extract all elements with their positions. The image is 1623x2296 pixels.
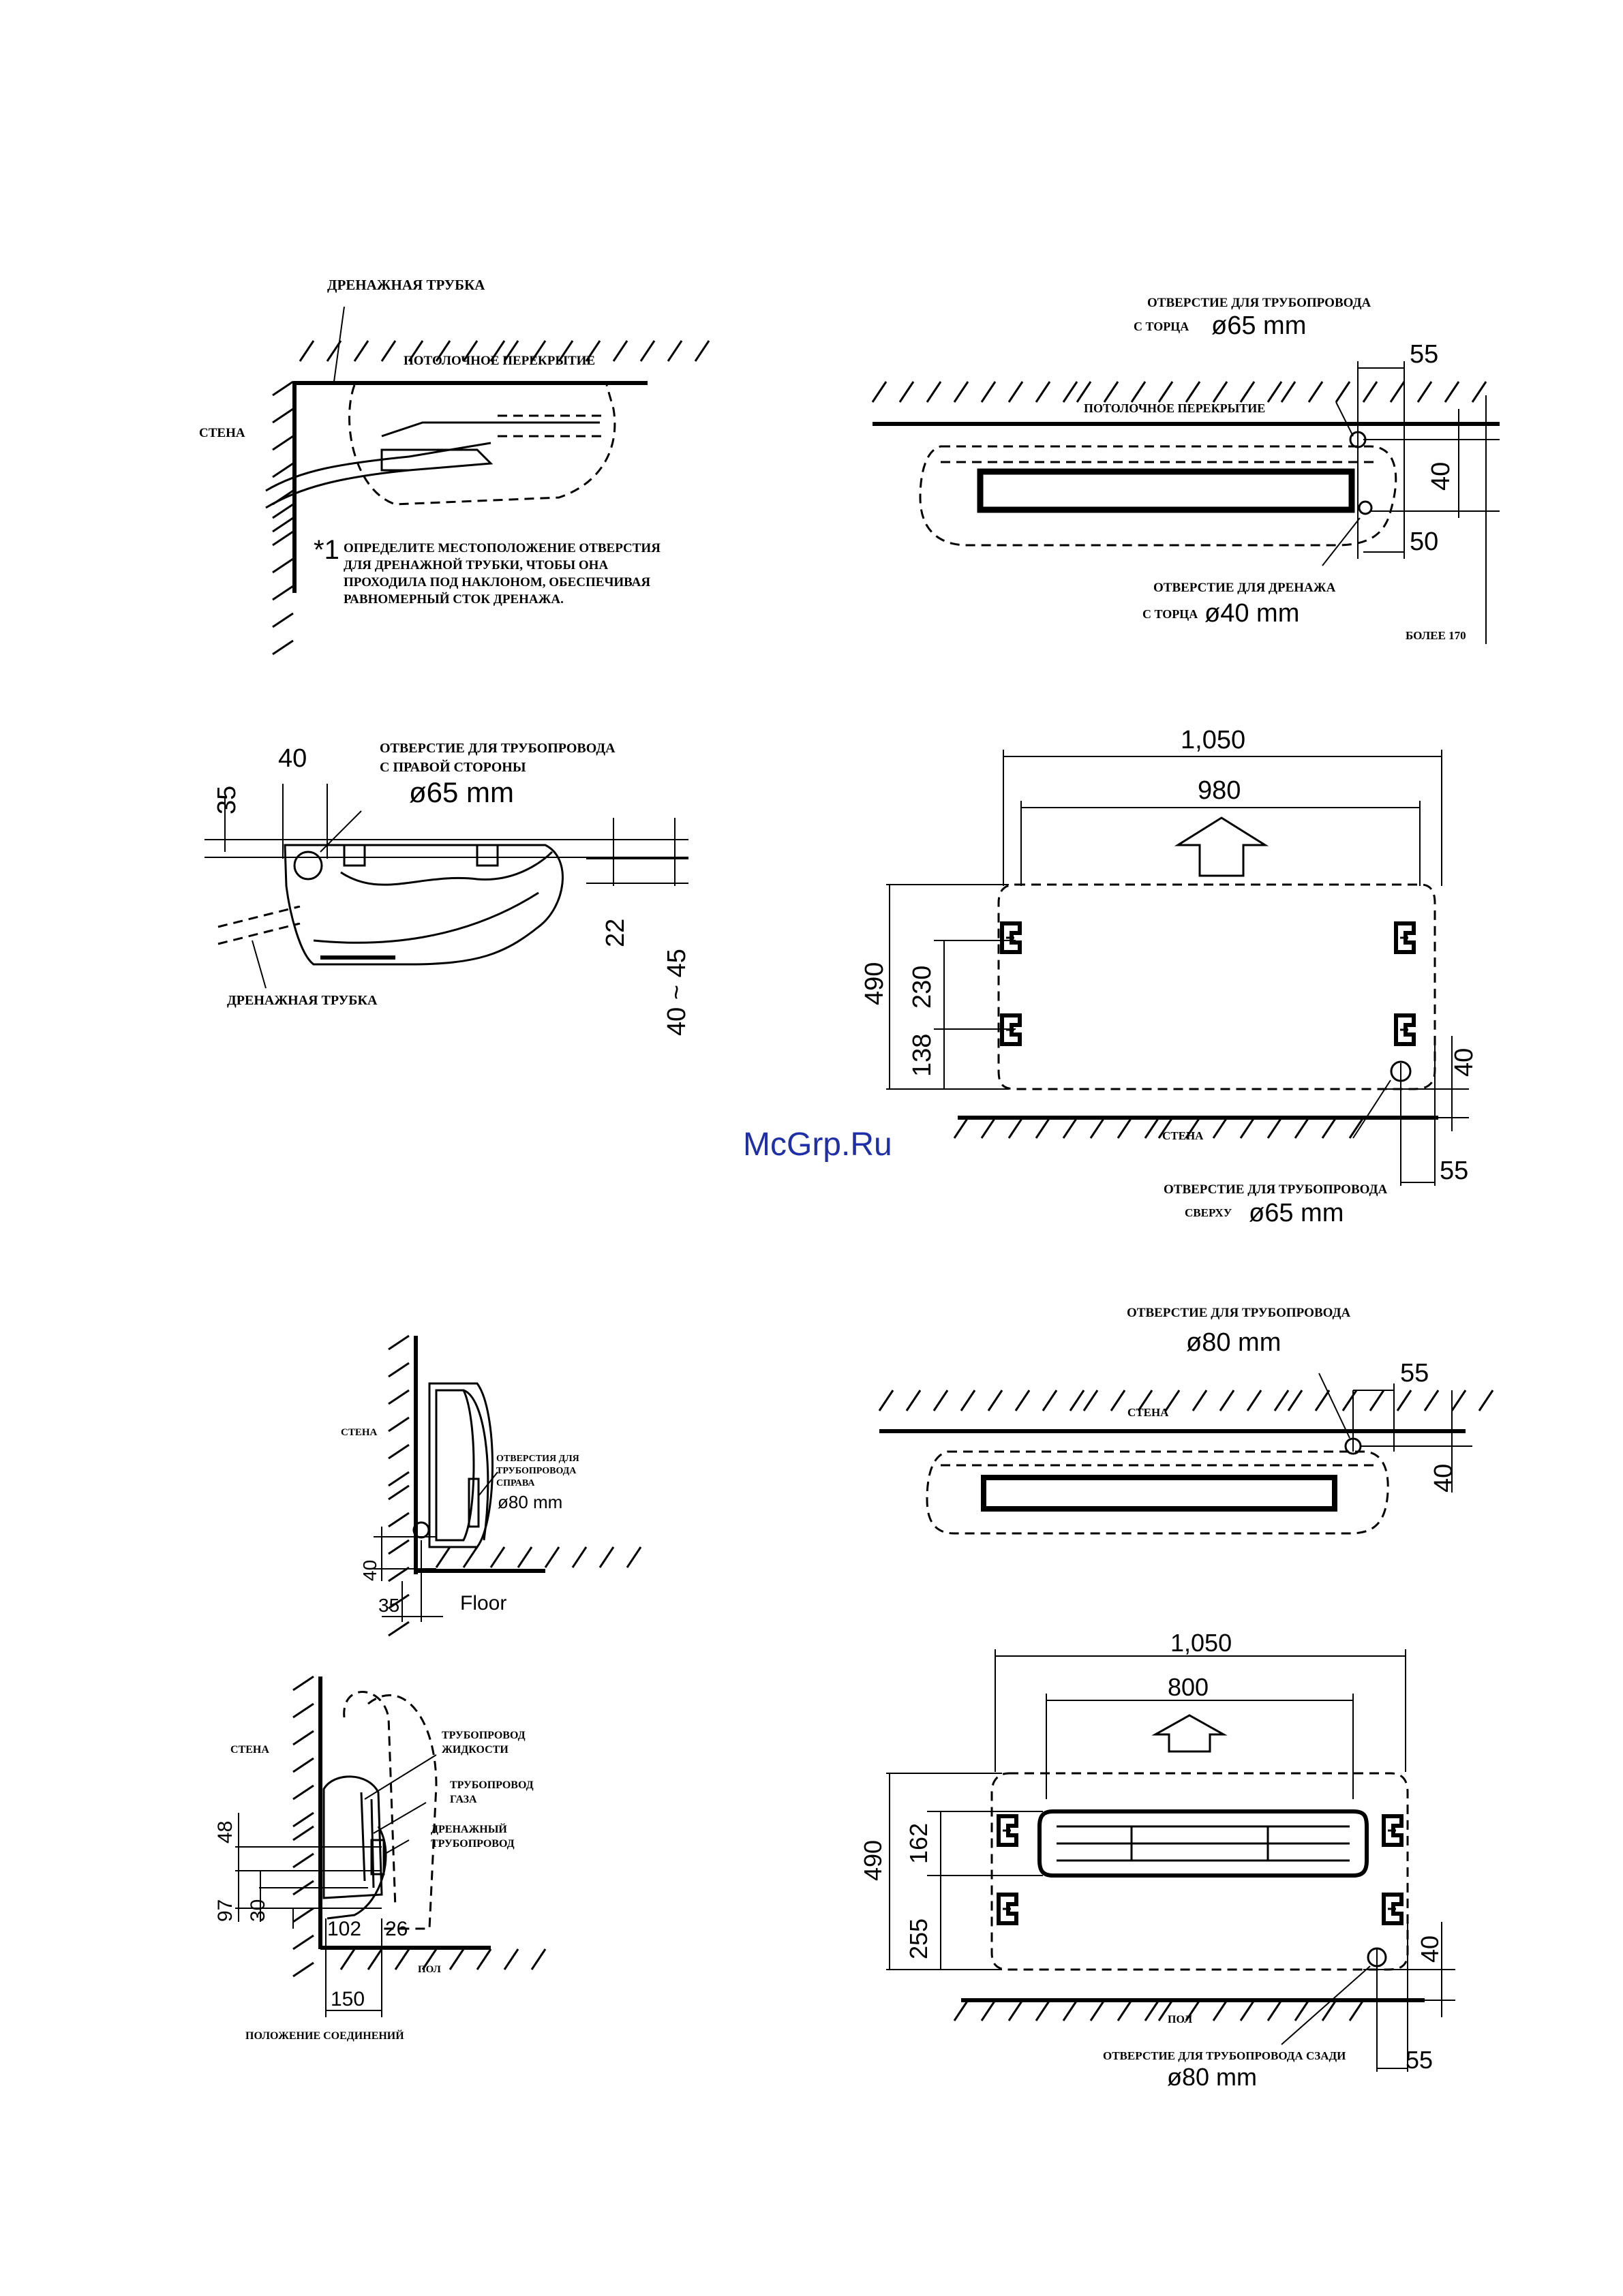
fig7-connections-label: ПОЛОЖЕНИЕ СОЕДИНЕНИЙ	[245, 2029, 404, 2042]
fig4-dim-980: 980	[1198, 776, 1241, 805]
fig5-dim-40: 40	[359, 1560, 380, 1581]
fig7-dim-150: 150	[331, 1988, 365, 2010]
fig1-note-line: ДЛЯ ДРЕНАЖНОЙ ТРУБКИ, ЧТОБЫ ОНА	[344, 557, 608, 572]
fig1-note-marker: *1	[314, 535, 339, 565]
fig3-dim-22: 22	[601, 919, 630, 947]
fig5-pipe-holes-line: ТРУБОПРОВОДА	[496, 1466, 577, 1476]
fig1-wall-label: СТЕНА	[199, 426, 245, 440]
fig7-gas-pipe-line: ГАЗА	[450, 1794, 477, 1805]
fig6-pipe-hole-label: ОТВЕРСТИЕ ДЛЯ ТРУБОПРОВОДА	[1127, 1306, 1351, 1320]
fig4-dim-230: 230	[908, 966, 937, 1009]
fig2-ceiling-label: ПОТОЛОЧНОЕ ПЕРЕКРЫТИЕ	[1084, 401, 1265, 415]
fig7-connections-side-view	[235, 1675, 547, 2017]
fig2-drain-hole-label: ОТВЕРСТИЕ ДЛЯ ДРЕНАЖА	[1153, 581, 1336, 595]
fig8-dim-800: 800	[1168, 1673, 1209, 1701]
fig5-pipe-holes-line: СПРАВА	[496, 1478, 535, 1488]
fig2-pipe-end-label: С ТОРЦА	[1134, 320, 1189, 333]
fig6-diameter: ø80 mm	[1186, 1328, 1281, 1357]
fig4-diameter: ø65 mm	[1249, 1199, 1344, 1227]
fig1-note-line: ПРОХОДИЛА ПОД НАКЛОНОМ, ОБЕСПЕЧИВАЯ	[344, 575, 650, 590]
fig6-dim-55: 55	[1400, 1359, 1429, 1388]
fig1-note-line: ОПРЕДЕЛИТЕ МЕСТОПОЛОЖЕНИЕ ОТВЕРСТИЯ	[344, 541, 661, 555]
fig5-wall-side-view	[374, 1334, 642, 1637]
fig4-dim-40: 40	[1450, 1048, 1478, 1077]
fig1-ceiling-label: ПОТОЛОЧНОЕ ПЕРЕКРЫТИЕ	[404, 354, 595, 368]
fig2-dim-40: 40	[1427, 462, 1455, 491]
fig8-dim-255: 255	[905, 1918, 932, 1959]
fig5-pipe-holes-line: ОТВЕРСТИЯ ДЛЯ	[496, 1454, 579, 1464]
fig8-dim-490: 490	[859, 1840, 887, 1881]
fig6-wall-front-view	[878, 1373, 1494, 1535]
watermark: McGrp.Ru	[743, 1127, 892, 1163]
fig4-dim-55: 55	[1440, 1157, 1468, 1185]
fig2-more-than-label: БОЛЕЕ 170	[1406, 629, 1466, 642]
fig7-wall-label: СТЕНА	[230, 1744, 269, 1756]
fig4-ceiling-plan	[886, 750, 1469, 1186]
fig7-floor-label: ПОЛ	[418, 1964, 441, 1975]
fig4-wall-label: СТЕНА	[1162, 1129, 1204, 1142]
fig8-dim-55: 55	[1406, 2046, 1433, 2074]
fig1-drain-pipe-label: ДРЕНАЖНАЯ ТРУБКА	[327, 277, 485, 293]
fig3-dim-40: 40	[278, 744, 307, 773]
fig7-dim-97: 97	[214, 1899, 237, 1922]
fig2-ceiling-front-view	[871, 361, 1500, 644]
fig8-floor-label: ПОЛ	[1168, 2014, 1192, 2025]
fig2-pipe-hole-label: ОТВЕРСТИЕ ДЛЯ ТРУБОПРОВОДА	[1147, 296, 1371, 310]
fig7-drain-pipe-line: ДРЕНАЖНЫЙ	[431, 1822, 507, 1835]
fig7-dim-102: 102	[327, 1918, 361, 1940]
fig2-dim-50: 50	[1410, 527, 1438, 556]
fig8-pipe-hole-back-label: ОТВЕРСТИЕ ДЛЯ ТРУБОПРОВОДА СЗАДИ	[1103, 2049, 1346, 2062]
fig4-from-top-label: СВЕРХУ	[1185, 1206, 1232, 1219]
fig4-pipe-hole-label: ОТВЕРСТИЕ ДЛЯ ТРУБОПРОВОДА	[1164, 1182, 1388, 1197]
fig3-right-side-label: С ПРАВОЙ СТОРОНЫ	[380, 759, 526, 775]
fig7-drain-pipe-line: ТРУБОПРОВОД	[431, 1838, 515, 1850]
fig7-dim-30: 30	[247, 1899, 269, 1922]
fig8-diameter: ø80 mm	[1167, 2063, 1257, 2091]
fig5-floor-label: Floor	[460, 1592, 506, 1614]
fig8-dim-1050: 1,050	[1170, 1629, 1232, 1657]
fig6-wall-label: СТЕНА	[1127, 1406, 1169, 1419]
fig3-dim-40-45: 40 ~ 45	[663, 949, 691, 1036]
fig7-liquid-pipe-line: ЖИДКОСТИ	[442, 1744, 509, 1756]
fig8-wall-plan	[886, 1649, 1455, 2072]
fig7-dim-48: 48	[214, 1821, 237, 1843]
fig6-dim-40: 40	[1429, 1464, 1458, 1493]
fig3-drain-pipe-label: ДРЕНАЖНАЯ ТРУБКА	[227, 993, 378, 1008]
fig8-dim-40: 40	[1416, 1935, 1444, 1963]
fig7-gas-pipe-line: ТРУБОПРОВОД	[450, 1779, 534, 1791]
fig5-dim-35: 35	[378, 1595, 399, 1616]
fig7-liquid-pipe-line: ТРУБОПРОВОД	[442, 1730, 526, 1741]
fig3-right-side-view	[204, 784, 688, 989]
fig2-dim-55: 55	[1410, 340, 1438, 369]
fig5-wall-label: СТЕНА	[341, 1427, 378, 1438]
fig2-drain-diameter: ø40 mm	[1204, 599, 1299, 628]
fig4-dim-138: 138	[908, 1034, 937, 1077]
fig2-pipe-diameter: ø65 mm	[1211, 311, 1306, 340]
fig3-pipe-hole-label: ОТВЕРСТИЕ ДЛЯ ТРУБОПРОВОДА	[380, 741, 616, 756]
fig3-diameter: ø65 mm	[409, 776, 514, 808]
fig7-dim-26: 26	[385, 1918, 408, 1940]
fig5-diameter: ø80 mm	[498, 1492, 562, 1512]
fig3-dim-35: 35	[213, 786, 241, 814]
fig8-dim-162: 162	[905, 1823, 932, 1864]
fig4-dim-490: 490	[860, 962, 889, 1005]
fig4-dim-1050: 1,050	[1181, 726, 1245, 754]
fig1-ceiling-side-view	[265, 306, 710, 656]
fig1-note-line: РАВНОМЕРНЫЙ СТОК ДРЕНАЖА.	[344, 592, 564, 607]
fig2-drain-end-label: С ТОРЦА	[1142, 607, 1198, 621]
